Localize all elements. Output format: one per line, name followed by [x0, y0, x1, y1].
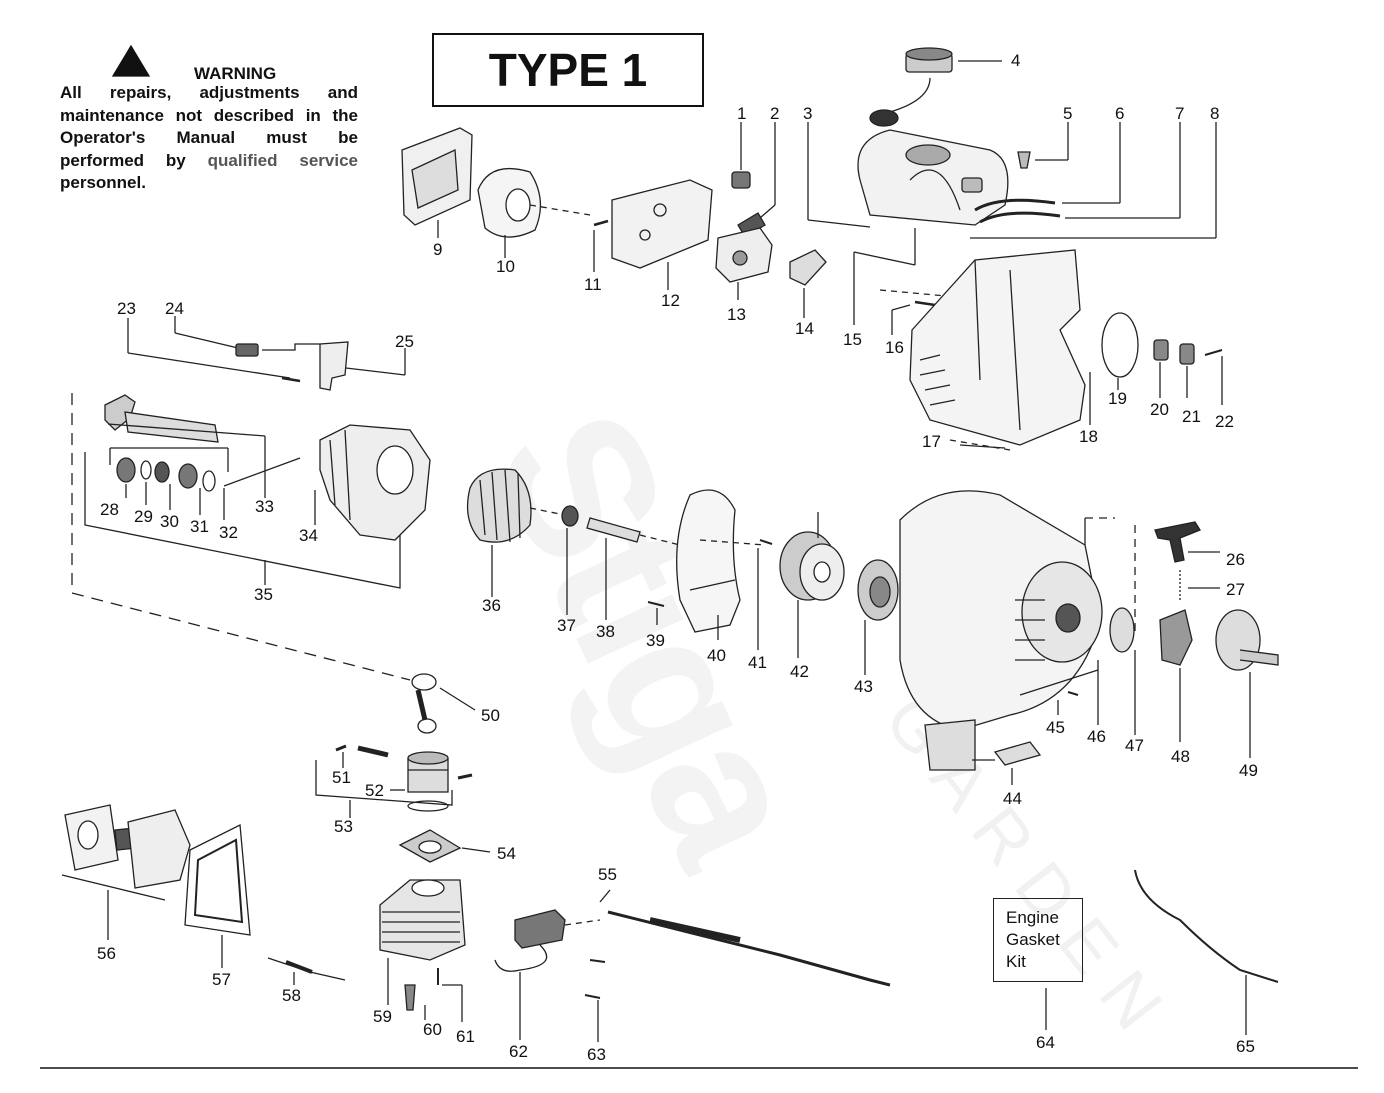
part-number-3: 3	[803, 104, 813, 123]
warning-title: WARNING	[194, 64, 277, 83]
warning-body-end: personnel.	[60, 173, 146, 192]
part-number-7: 7	[1175, 104, 1185, 123]
part-number-37: 37	[557, 616, 576, 635]
crankcase-drawing	[319, 424, 431, 541]
part-number-59: 59	[373, 1007, 392, 1026]
part-number-16: 16	[885, 338, 904, 357]
part-number-21: 21	[1182, 407, 1201, 426]
part-number-32: 32	[219, 523, 238, 542]
part-number-47: 47	[1125, 736, 1144, 755]
part-number-14: 14	[795, 319, 814, 338]
part-number-43: 43	[854, 677, 873, 696]
part-number-45: 45	[1046, 718, 1065, 737]
air-box-drawing	[611, 179, 713, 269]
part-number-18: 18	[1079, 427, 1098, 446]
part-number-10: 10	[496, 257, 515, 276]
part-number-31: 31	[190, 517, 209, 536]
part-number-15: 15	[843, 330, 862, 349]
part-number-64: 64	[1036, 1033, 1055, 1052]
kit-line-3: Kit	[1006, 952, 1026, 971]
engine-gasket-kit-box: Engine Gasket Kit	[993, 898, 1083, 982]
part-number-60: 60	[423, 1020, 442, 1039]
starter-housing-drawing	[899, 490, 1101, 731]
part-number-57: 57	[212, 970, 231, 989]
engine-housing-drawing	[909, 249, 1086, 446]
part-number-12: 12	[661, 291, 680, 310]
cylinder-drawing	[379, 879, 466, 961]
part-number-56: 56	[97, 944, 116, 963]
part-number-61: 61	[456, 1027, 475, 1046]
part-number-39: 39	[646, 631, 665, 650]
fuel-tank-drawing	[857, 129, 1009, 226]
part-number-42: 42	[790, 662, 809, 681]
part-number-27: 27	[1226, 580, 1245, 599]
part-number-46: 46	[1087, 727, 1106, 746]
part-number-58: 58	[282, 986, 301, 1005]
warning-text: All repairs, adjustments and maintenance…	[60, 82, 358, 195]
part-number-34: 34	[299, 526, 318, 545]
part-number-23: 23	[117, 299, 136, 318]
kit-line-2: Gasket	[1006, 930, 1060, 949]
part-number-35: 35	[254, 585, 273, 604]
part-number-20: 20	[1150, 400, 1169, 419]
part-number-22: 22	[1215, 412, 1234, 431]
part-number-24: 24	[165, 299, 184, 318]
part-number-49: 49	[1239, 761, 1258, 780]
part-number-50: 50	[481, 706, 500, 725]
part-number-53: 53	[334, 817, 353, 836]
part-number-51: 51	[332, 768, 351, 787]
part-number-2: 2	[770, 104, 780, 123]
part-number-1: 1	[737, 104, 747, 123]
part-number-17: 17	[922, 432, 941, 451]
part-number-52: 52	[365, 781, 384, 800]
warning-icon	[111, 44, 151, 77]
part-number-9: 9	[433, 240, 443, 259]
part-number-11: 11	[584, 275, 602, 294]
warning-body-main: All repairs, adjustments and maintenance…	[60, 83, 358, 170]
part-number-41: 41	[748, 653, 767, 672]
part-number-54: 54	[497, 844, 516, 863]
part-number-28: 28	[100, 500, 119, 519]
fan-shroud-drawing	[676, 489, 741, 633]
kit-line-1: Engine	[1006, 908, 1059, 927]
part-number-25: 25	[395, 332, 414, 351]
part-number-33: 33	[255, 497, 274, 516]
part-number-40: 40	[707, 646, 726, 665]
part-number-13: 13	[727, 305, 746, 324]
part-number-63: 63	[587, 1045, 606, 1064]
part-number-44: 44	[1003, 789, 1022, 808]
o-ring-drawing	[1101, 312, 1139, 378]
part-number-30: 30	[160, 512, 179, 531]
part-number-6: 6	[1115, 104, 1125, 123]
part-number-36: 36	[482, 596, 501, 615]
part-number-4: 4	[1011, 51, 1021, 70]
part-number-65: 65	[1236, 1037, 1255, 1056]
warning-body-qualified: qualified service	[207, 150, 358, 170]
part-number-5: 5	[1063, 104, 1073, 123]
part-number-19: 19	[1108, 389, 1127, 408]
part-number-48: 48	[1171, 747, 1190, 766]
part-number-26: 26	[1226, 550, 1245, 569]
flywheel-drawing	[466, 468, 532, 543]
ignition-coil-drawing	[514, 909, 566, 949]
part-number-62: 62	[509, 1042, 528, 1061]
type-label: TYPE 1	[432, 33, 704, 107]
part-number-55: 55	[598, 865, 617, 884]
part-number-8: 8	[1210, 104, 1220, 123]
fuel-cap-drawing	[869, 47, 953, 127]
part-number-29: 29	[134, 507, 153, 526]
part-number-38: 38	[596, 622, 615, 641]
